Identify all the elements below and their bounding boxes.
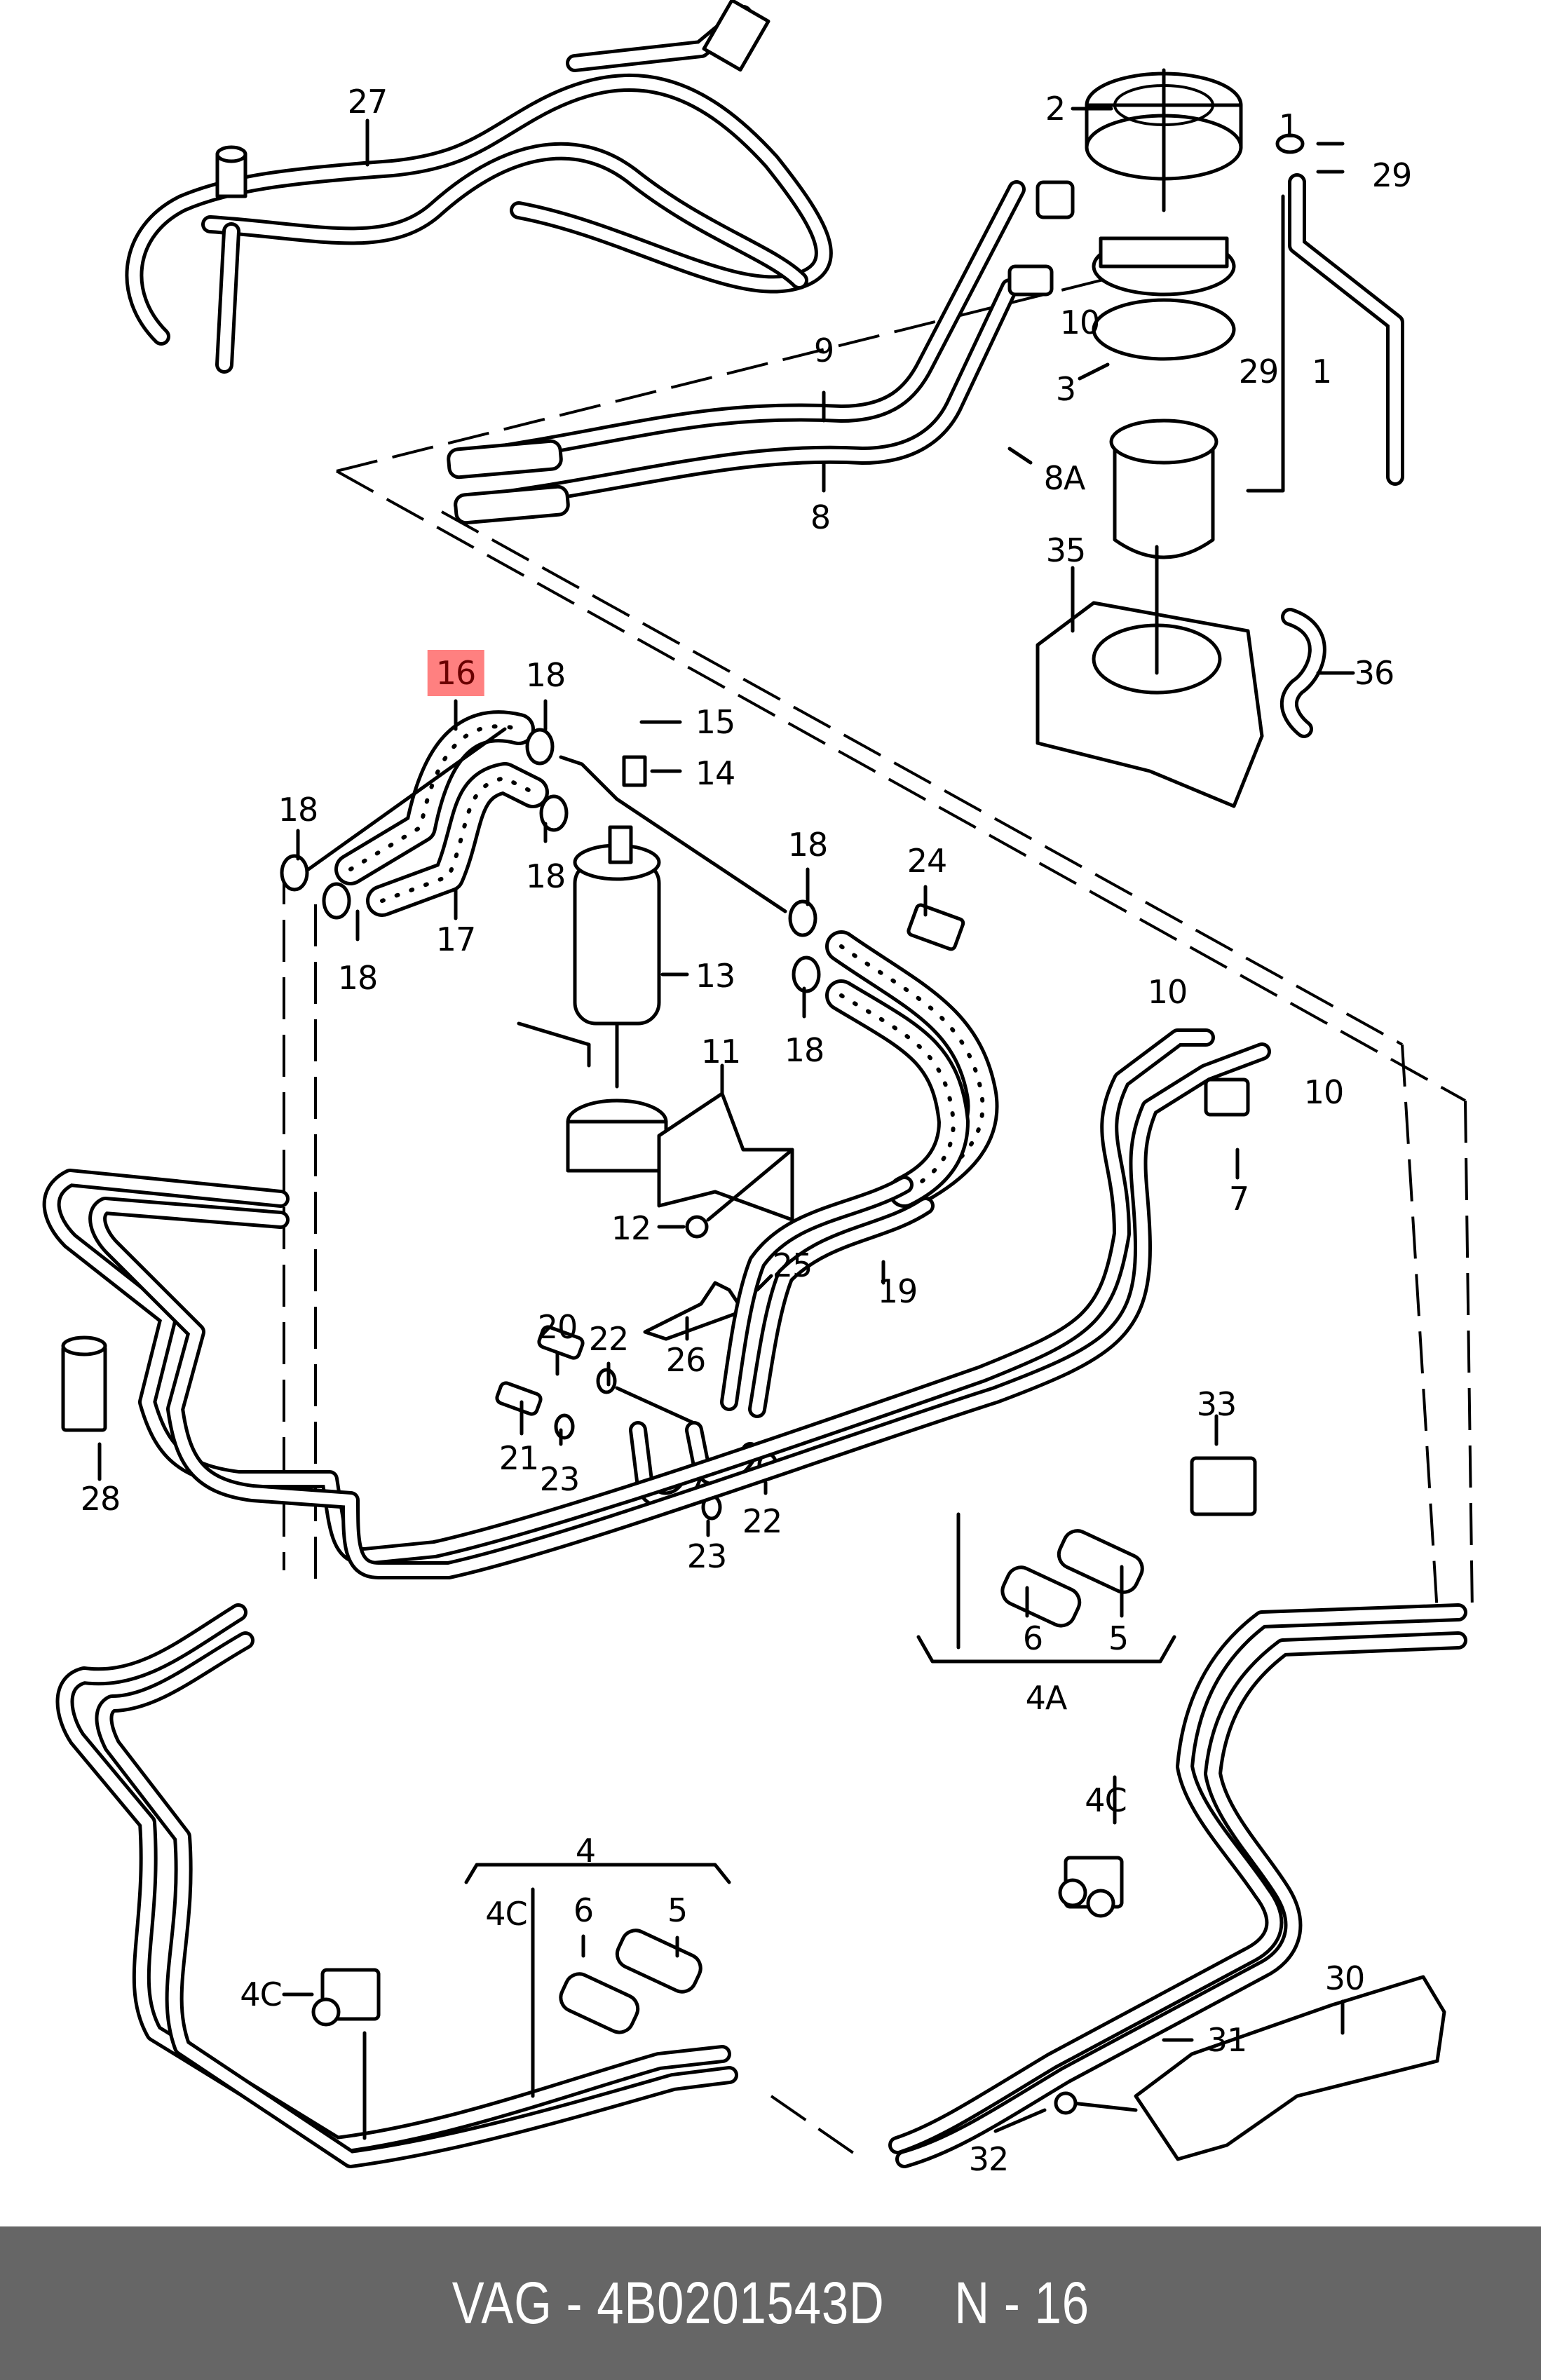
callout-17[interactable]: 17 [435,920,477,958]
part-number-caption: VAG - 4B0201543D N - 16 [452,2270,1089,2336]
callout-1-top[interactable]: 1 [1278,107,1299,145]
callout-4A[interactable]: 4A [1025,1679,1068,1717]
callout-26[interactable]: 26 [665,1341,707,1379]
callout-22-b[interactable]: 22 [742,1502,783,1540]
callout-18-e[interactable]: 18 [337,959,379,997]
callout-28[interactable]: 28 [80,1480,121,1518]
callout-10-left[interactable]: 10 [1147,973,1188,1011]
callout-6-bottom[interactable]: 6 [573,1891,594,1929]
callout-5-bottom[interactable]: 5 [667,1891,688,1929]
callout-20[interactable]: 20 [537,1308,578,1346]
callout-12[interactable]: 12 [611,1209,652,1247]
callout-30[interactable]: 30 [1324,1959,1366,1997]
callout-23-b[interactable]: 23 [686,1537,728,1575]
assembly-outline-dashed [283,265,1474,2161]
callout-18-f[interactable]: 18 [784,1031,825,1069]
callout-16-highlighted[interactable]: 16 [427,650,484,696]
hose-clamps-18 [280,727,821,993]
callout-4[interactable]: 4 [575,1832,596,1870]
callout-10-top[interactable]: 10 [1059,304,1101,341]
callout-31[interactable]: 31 [1207,2021,1248,2059]
callout-29-top[interactable]: 29 [1371,156,1413,194]
leader-lines [97,107,1355,2140]
callout-11[interactable]: 11 [700,1033,742,1070]
callout-2[interactable]: 2 [1045,90,1066,128]
fuel-lines-8-9 [447,180,1075,525]
callout-18-a[interactable]: 18 [525,656,566,694]
callout-9[interactable]: 9 [813,332,834,369]
callout-29-mid[interactable]: 29 [1238,353,1279,390]
parts-diagram: 27 2 1 29 10 29 1 9 3 8A 8 35 36 16 18 1… [42,0,1474,2178]
diagram-linework [42,0,1474,2168]
callout-18-b[interactable]: 18 [278,791,319,829]
callout-19[interactable]: 19 [877,1272,918,1310]
breather-line-27 [125,0,833,374]
callout-27[interactable]: 27 [347,83,388,121]
callout-36[interactable]: 36 [1354,654,1395,692]
callout-33[interactable]: 33 [1196,1385,1237,1423]
callout-35[interactable]: 35 [1045,531,1087,569]
callout-4C-middle[interactable]: 4C [485,1895,527,1933]
callout-25[interactable]: 25 [772,1246,813,1284]
callout-5-right[interactable]: 5 [1108,1619,1129,1657]
callout-8A[interactable]: 8A [1043,459,1086,497]
callout-21[interactable]: 21 [498,1439,540,1477]
callout-23-a[interactable]: 23 [539,1460,581,1498]
callout-3[interactable]: 3 [1055,370,1076,408]
callout-32[interactable]: 32 [968,2140,1010,2178]
pipe-clips [61,903,1446,2161]
fuel-sender-unit [1085,68,1404,559]
part-number-footer: VAG - 4B0201543D N - 16 [0,2226,1541,2380]
tank-reservoir-35 [1036,545,1326,808]
callout-24[interactable]: 24 [907,842,948,880]
fuel-filter-13 [517,755,794,1222]
callout-22-a[interactable]: 22 [588,1320,630,1358]
callout-15[interactable]: 15 [695,703,736,741]
callout-6-right[interactable]: 6 [1022,1619,1043,1657]
callout-10-right[interactable]: 10 [1303,1073,1345,1111]
callout-4C-right[interactable]: 4C [1085,1781,1127,1819]
callout-1-mid[interactable]: 1 [1311,353,1332,390]
callout-18-d[interactable]: 18 [787,826,829,864]
callout-13[interactable]: 13 [695,957,736,995]
filter-hoses-16-17 [334,710,999,1208]
callout-8[interactable]: 8 [810,498,831,536]
callout-14[interactable]: 14 [695,754,736,792]
main-fuel-pipes [42,1028,1467,2168]
callout-18-c[interactable]: 18 [525,857,566,895]
callout-4C-left[interactable]: 4C [240,1976,282,2013]
callout-7[interactable]: 7 [1228,1180,1249,1218]
